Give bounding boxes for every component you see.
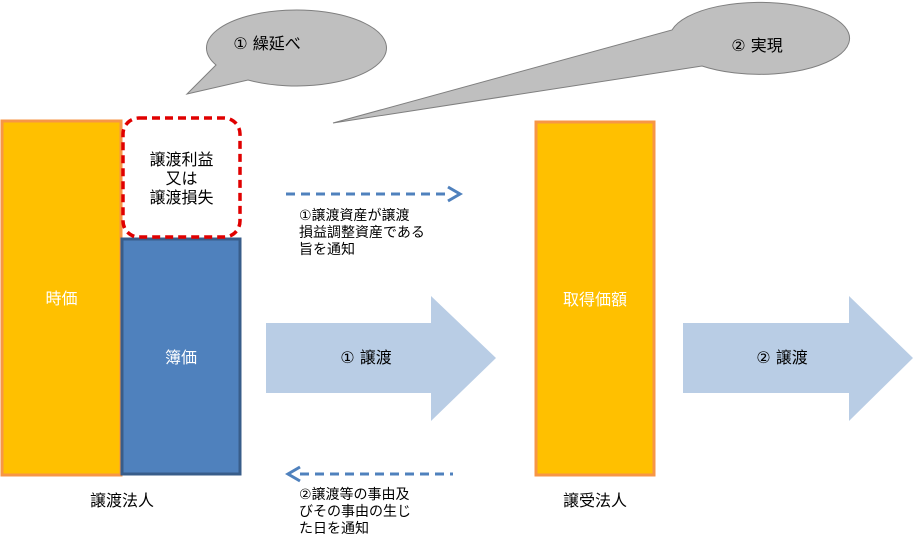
realization-bubble-shape [332, 1, 851, 124]
deferral-bubble [185, 9, 387, 95]
book-value-bar [120, 237, 242, 476]
book-value-label: 簿価 [164, 348, 197, 367]
realization-bubble-label: ② 実現 [731, 36, 783, 55]
transferor-caption: 譲渡法人 [89, 491, 154, 510]
acquisition-cost-bar [534, 120, 656, 477]
deferral-bubble-label: ① 繰延べ [233, 34, 301, 53]
deferral-bubble-shape [185, 9, 387, 95]
transfer-arrow-1-label: ① 譲渡 [340, 348, 392, 367]
forward-notice-arrow [286, 185, 463, 203]
realization-bubble [332, 1, 851, 124]
forward-notice-text: ①譲渡資産が譲渡 損益調整資産である 旨を通知 [299, 208, 425, 258]
gain-loss-box [121, 116, 242, 239]
market-value-bar [0, 119, 123, 477]
gain-loss-label: 譲渡利益 又は 譲渡損失 [149, 150, 214, 207]
transferee-caption: 譲受法人 [562, 491, 627, 510]
transfer-arrow-2-label: ② 譲渡 [756, 348, 808, 367]
backward-notice-text: ②譲渡等の事由及 びその事由の生じ た日を通知 [299, 487, 411, 537]
backward-notice-arrow [285, 465, 453, 483]
market-value-label: 時価 [45, 289, 78, 308]
transfer-arrow-2 [683, 296, 913, 421]
transfer-arrow-1 [266, 296, 496, 421]
acquisition-cost-label: 取得価額 [562, 290, 627, 309]
